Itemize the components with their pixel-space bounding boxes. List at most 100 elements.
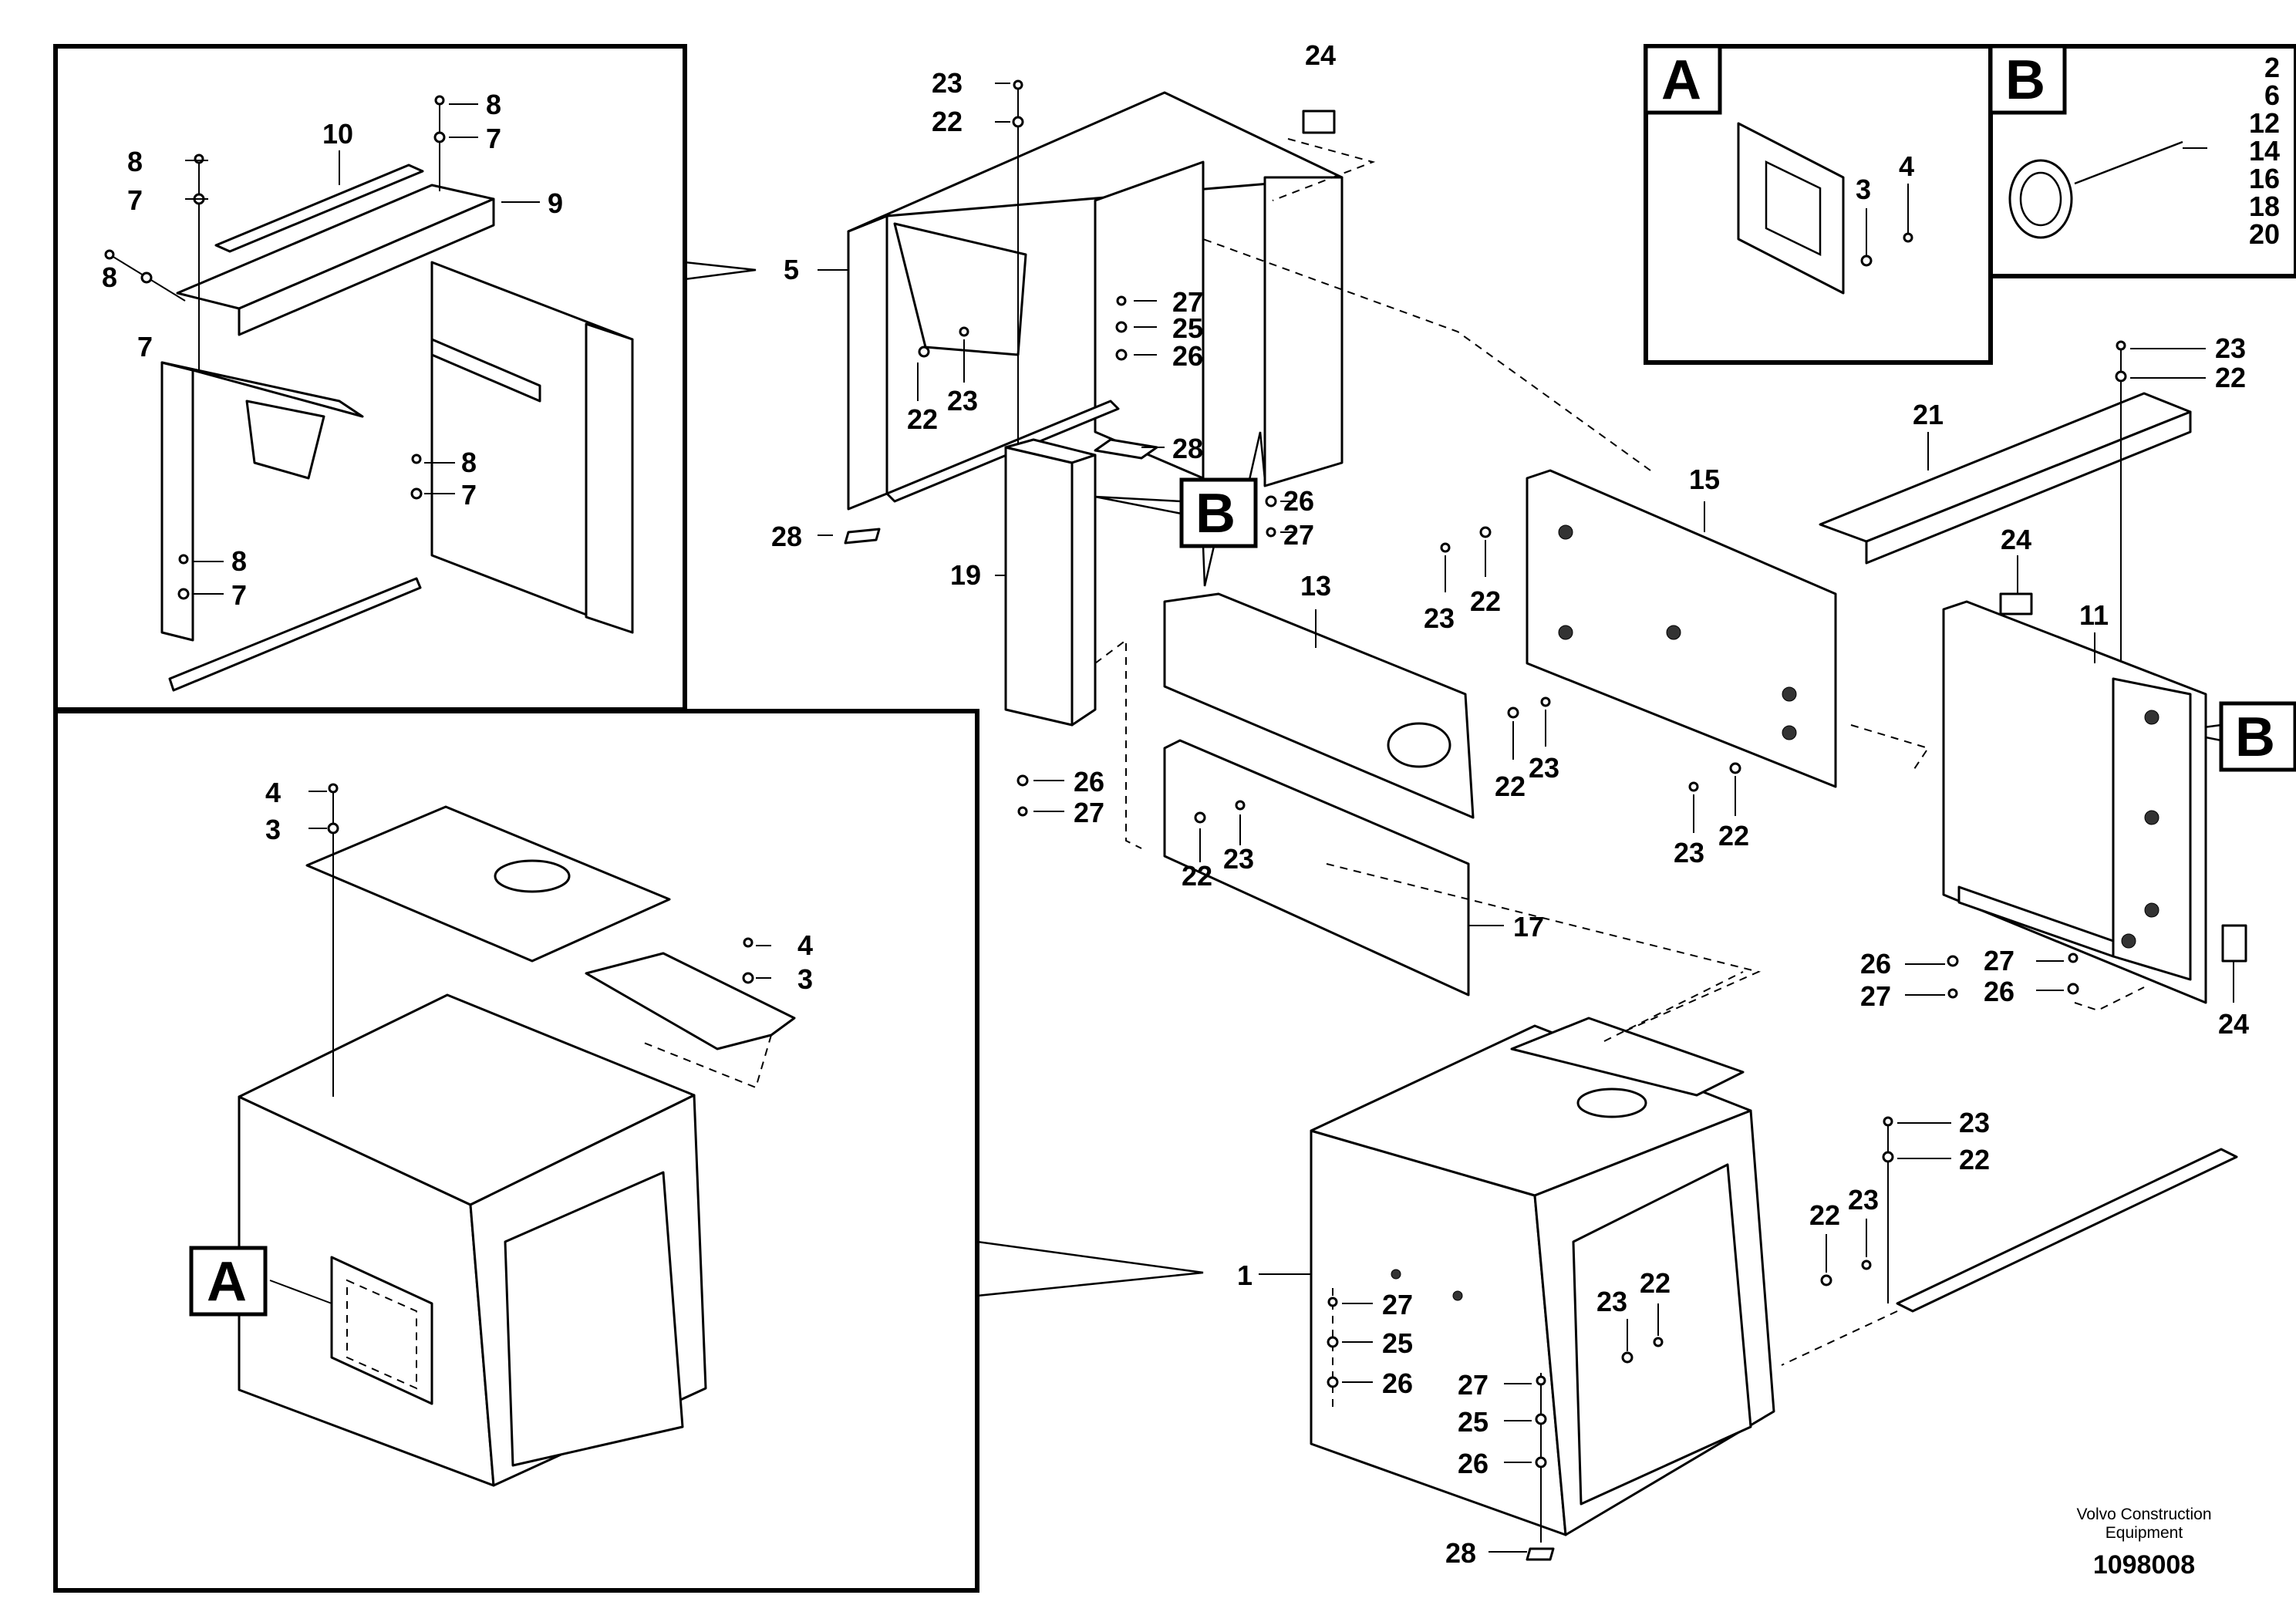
callout-26: 26 bbox=[1074, 766, 1104, 798]
part-5-upper-frame: 23 22 5 27 25 26 22 23 28 24 26 27 28 bbox=[771, 39, 1376, 555]
part-10-bracket bbox=[214, 164, 424, 253]
callout-7: 7 bbox=[137, 331, 153, 363]
detail-a-letter: A bbox=[207, 1251, 247, 1313]
hatch-bracket-3 bbox=[1737, 122, 1845, 295]
inset-frame-rail bbox=[168, 577, 422, 692]
callout-25: 25 bbox=[1382, 1327, 1413, 1359]
footer-company-line1: Volvo Construction bbox=[2076, 1506, 2211, 1523]
callout-9: 9 bbox=[548, 187, 563, 219]
part-19-column: 19 26 27 bbox=[950, 438, 1142, 849]
callout-26: 26 bbox=[1283, 485, 1314, 517]
footer: Volvo Construction Equipment 1098008 bbox=[2076, 1506, 2211, 1580]
callout-1: 1 bbox=[1237, 1259, 1253, 1291]
detail-b-letter: B bbox=[2235, 706, 2275, 768]
callout-3: 3 bbox=[265, 814, 281, 845]
inset-lower-left: A 4 3 4 3 bbox=[53, 709, 1204, 1593]
callout-8: 8 bbox=[231, 545, 247, 577]
callout-12: 12 bbox=[2249, 107, 2280, 139]
callout-25: 25 bbox=[1458, 1406, 1489, 1438]
tape-roll bbox=[2008, 159, 2073, 239]
callout-26: 26 bbox=[1860, 948, 1891, 980]
callout-27: 27 bbox=[1172, 286, 1203, 318]
callout-22: 22 bbox=[1959, 1144, 1990, 1175]
callout-22: 22 bbox=[1470, 585, 1501, 617]
callout-23: 23 bbox=[1596, 1286, 1627, 1317]
callout-8: 8 bbox=[461, 447, 477, 478]
callout-7: 7 bbox=[231, 579, 247, 611]
callout-2: 2 bbox=[2264, 52, 2280, 83]
part-24-tag bbox=[1302, 110, 1336, 134]
part-21-bracket: 21 23 22 bbox=[1819, 332, 2246, 710]
callout-13: 13 bbox=[1300, 570, 1331, 602]
part-1-cabinet: 1 27 25 26 23 22 22 23 23 22 27 25 26 28 bbox=[1237, 971, 2238, 1569]
callout-28: 28 bbox=[1172, 433, 1203, 464]
detail-b-part-list: 2 6 12 14 16 18 20 bbox=[2249, 52, 2280, 250]
callout-23: 23 bbox=[1424, 602, 1455, 634]
callout-23: 23 bbox=[1674, 837, 1704, 868]
callout-22: 22 bbox=[1495, 771, 1526, 802]
side-rail bbox=[1896, 1148, 2238, 1313]
callout-10: 10 bbox=[322, 118, 353, 150]
drawing-number: 1098008 bbox=[2093, 1550, 2195, 1580]
callout-24: 24 bbox=[2001, 524, 2031, 555]
callout-22: 22 bbox=[2215, 362, 2246, 393]
callout-28: 28 bbox=[771, 521, 802, 552]
callout-4: 4 bbox=[265, 777, 281, 808]
part-17-panel: 22 23 17 bbox=[1163, 739, 1762, 1034]
callout-23: 23 bbox=[1848, 1184, 1879, 1216]
part-13-panel: 13 22 23 bbox=[1163, 570, 1559, 819]
callout-23: 23 bbox=[1529, 752, 1559, 784]
callout-24: 24 bbox=[1305, 39, 1336, 71]
callout-7: 7 bbox=[461, 479, 477, 511]
callout-22: 22 bbox=[1182, 860, 1212, 892]
callout-22: 22 bbox=[1640, 1267, 1671, 1299]
callout-14: 14 bbox=[2249, 135, 2280, 167]
callout-23: 23 bbox=[1959, 1107, 1990, 1138]
detail-a-box: A 3 4 bbox=[1644, 44, 1993, 365]
plate-top bbox=[305, 805, 671, 963]
callout-7: 7 bbox=[486, 123, 501, 154]
plate-small bbox=[585, 952, 796, 1050]
callout-11: 11 bbox=[2079, 599, 2109, 631]
inset-upper-left: 8 7 10 8 7 9 8 7 8 7 8 7 bbox=[53, 44, 757, 712]
callout-27: 27 bbox=[1458, 1369, 1489, 1401]
callout-4: 4 bbox=[797, 929, 813, 961]
callout-17: 17 bbox=[1513, 911, 1544, 943]
callout-28: 28 bbox=[1445, 1537, 1476, 1569]
callout-3: 3 bbox=[1856, 174, 1871, 205]
callout-23: 23 bbox=[932, 67, 963, 99]
callout-20: 20 bbox=[2249, 218, 2280, 250]
callout-22: 22 bbox=[932, 106, 963, 137]
callout-8: 8 bbox=[486, 89, 501, 120]
detail-a-title: A bbox=[1661, 49, 1701, 111]
part-24-tag bbox=[1999, 592, 2033, 615]
callout-26: 26 bbox=[1172, 340, 1203, 372]
callout-19: 19 bbox=[950, 559, 981, 591]
detail-b-box: B 2 6 12 14 16 18 20 bbox=[1988, 44, 2296, 278]
callout-3: 3 bbox=[797, 963, 813, 995]
callout-5: 5 bbox=[784, 254, 799, 285]
detail-a-marker bbox=[189, 1246, 268, 1317]
callout-8: 8 bbox=[127, 146, 143, 177]
detail-b-letter: B bbox=[1195, 483, 1236, 545]
callout-4: 4 bbox=[1899, 150, 1914, 182]
callout-27: 27 bbox=[1074, 797, 1104, 828]
callout-26: 26 bbox=[1458, 1448, 1489, 1479]
callout-23: 23 bbox=[947, 385, 978, 416]
callout-8: 8 bbox=[102, 261, 117, 293]
callout-26: 26 bbox=[1984, 976, 2014, 1007]
footer-company-line2: Equipment bbox=[2106, 1524, 2183, 1542]
callout-21: 21 bbox=[1913, 399, 1944, 430]
inset-frame-left-post bbox=[160, 361, 194, 642]
callout-23: 23 bbox=[2215, 332, 2246, 364]
callout-22: 22 bbox=[907, 403, 938, 435]
callout-16: 16 bbox=[2249, 163, 2280, 194]
part-11-frame: 24 11 26 27 27 26 24 bbox=[1860, 524, 2249, 1040]
callout-6: 6 bbox=[2264, 79, 2280, 111]
callout-7: 7 bbox=[127, 184, 143, 216]
callout-27: 27 bbox=[1283, 519, 1314, 551]
callout-22: 22 bbox=[1809, 1199, 1840, 1231]
callout-25: 25 bbox=[1172, 312, 1203, 344]
callout-27: 27 bbox=[1984, 945, 2014, 976]
